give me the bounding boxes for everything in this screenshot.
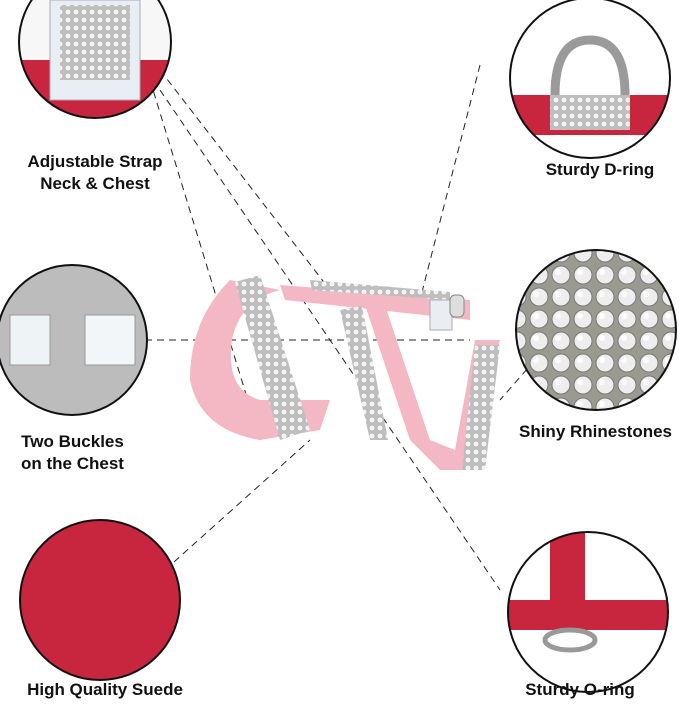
detail-circle-suede bbox=[19, 519, 181, 681]
label-line: Two Buckles bbox=[21, 432, 124, 451]
label-line: Shiny Rhinestones bbox=[518, 422, 673, 441]
label-d-ring: Sturdy D-ring bbox=[520, 159, 679, 181]
label-line: Sturdy O-ring bbox=[525, 680, 635, 699]
label-rhinestones: Shiny Rhinestones bbox=[508, 421, 679, 443]
connector-lines bbox=[145, 64, 536, 591]
detail-circle-adjustable-strap bbox=[18, 0, 172, 119]
label-line: Adjustable Strap bbox=[27, 152, 163, 171]
label-line: on the Chest bbox=[21, 454, 124, 473]
label-o-ring: Sturdy O-ring bbox=[500, 679, 660, 701]
label-adjustable-strap: Adjustable Strap Neck & Chest bbox=[10, 151, 180, 195]
detail-circle-buckles bbox=[0, 264, 148, 416]
label-suede: High Quality Suede bbox=[10, 679, 200, 701]
label-line: Neck & Chest bbox=[40, 174, 150, 193]
detail-circle-rhinestones bbox=[515, 249, 677, 411]
label-line: Sturdy D-ring bbox=[545, 160, 655, 179]
detail-circle-o-ring bbox=[507, 531, 669, 693]
label-buckles: Two Buckles on the Chest bbox=[0, 431, 145, 475]
detail-circle-d-ring bbox=[509, 0, 671, 159]
label-line: High Quality Suede bbox=[27, 680, 183, 699]
harness-image bbox=[190, 275, 500, 470]
